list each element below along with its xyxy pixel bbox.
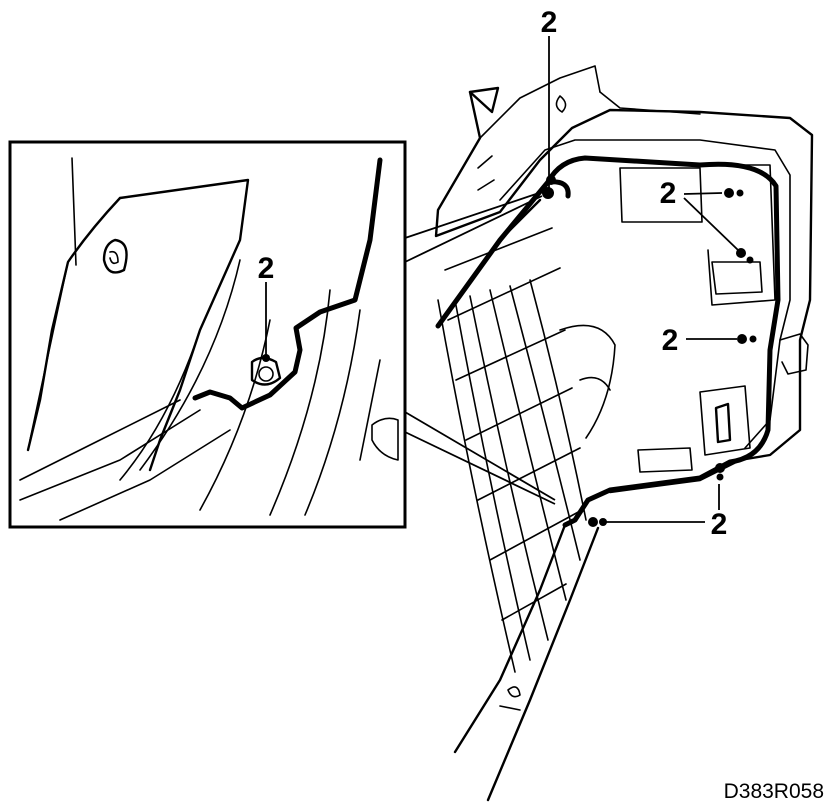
inset-clip-ring bbox=[258, 366, 274, 382]
door-panel bbox=[434, 65, 814, 802]
callout-labels: 2 2 2 2 2 2 bbox=[258, 6, 728, 541]
zoom-line-bottom-lower bbox=[404, 431, 556, 505]
zoom-line-bottom-upper bbox=[404, 411, 556, 501]
leader-lines bbox=[404, 36, 739, 523]
clip-lower-right-b bbox=[716, 473, 724, 481]
clip-middle-right bbox=[737, 334, 747, 344]
clip-upper-right-a2 bbox=[736, 189, 744, 197]
clip-upper-right-a bbox=[724, 188, 734, 198]
callout-top: 2 bbox=[541, 6, 558, 39]
callout-upper-right: 2 bbox=[660, 177, 677, 210]
zoom-line-top-lower bbox=[404, 193, 537, 239]
leader-upper-right-a bbox=[683, 192, 723, 195]
clip-lower-right bbox=[715, 463, 725, 473]
inset-clip-dot bbox=[262, 354, 270, 362]
callout-middle-right: 2 bbox=[662, 324, 679, 357]
callout-lower-right: 2 bbox=[711, 508, 728, 541]
callout-inset: 2 bbox=[258, 252, 275, 285]
wiring-harness bbox=[435, 155, 781, 528]
clip-upper-right-b bbox=[736, 248, 746, 258]
clip-middle-right-b bbox=[749, 335, 757, 343]
inset-detail bbox=[8, 140, 407, 529]
figure-id: D383R058 bbox=[724, 780, 824, 803]
harness-clips bbox=[542, 175, 757, 527]
clip-bottom bbox=[588, 517, 598, 527]
leader-upper-right-b bbox=[683, 197, 739, 251]
zoom-line-top-upper bbox=[404, 195, 543, 263]
inset-frame bbox=[8, 140, 407, 529]
clip-top bbox=[542, 187, 554, 199]
clip-top-b bbox=[546, 175, 556, 185]
clip-upper-right-b2 bbox=[746, 256, 754, 264]
